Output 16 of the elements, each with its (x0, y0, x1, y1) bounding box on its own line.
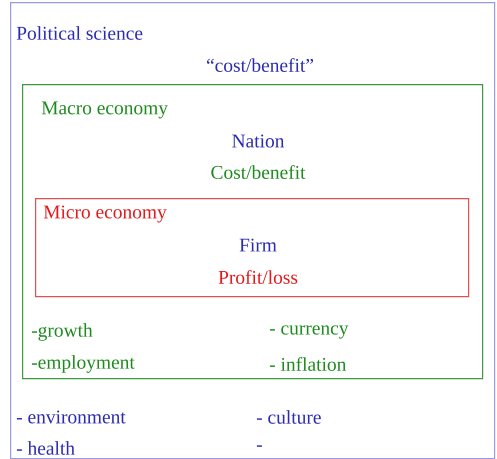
box-heading: Micro economy (44, 205, 167, 223)
label-text: Nation (232, 134, 284, 148)
label-text: - culture (256, 410, 321, 424)
label-text: - currency (270, 325, 348, 339)
label-text: - inflation (270, 357, 346, 371)
box-heading: Macro economy (42, 102, 168, 118)
box-heading: Political science (16, 26, 142, 40)
label-text: Profit/loss (218, 270, 298, 284)
label-text: Cost/benefit (211, 165, 306, 179)
label-text: “cost/benefit” (207, 58, 314, 72)
label-text: -growth (32, 323, 92, 341)
label-text: Firm (240, 238, 277, 252)
label-text: - health (16, 441, 75, 455)
label-text: - (256, 445, 262, 447)
label-text: -employment (32, 355, 135, 373)
label-text: - environment (16, 410, 126, 424)
